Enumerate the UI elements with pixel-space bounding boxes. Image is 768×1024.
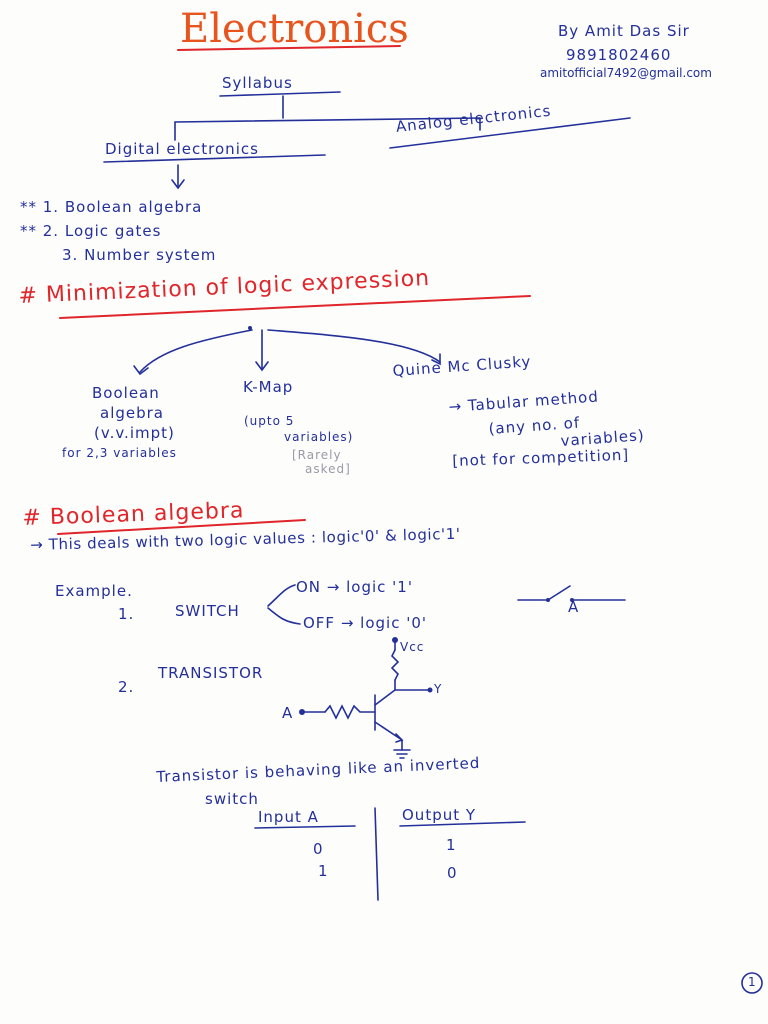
table-header-input: Input A	[258, 808, 319, 826]
boolean-branch-importance: (v.v.impt)	[94, 424, 175, 442]
transistor-note-continued: switch	[205, 790, 259, 808]
switch-on-state: ON → logic '1'	[296, 578, 413, 596]
example-1-number: 1.	[118, 605, 135, 623]
page-number: 1	[748, 975, 756, 989]
author-name: By Amit Das Sir	[558, 22, 690, 40]
table-cell-input: 1	[318, 862, 329, 880]
boolean-branch-scope: for 2,3 variables	[62, 446, 177, 460]
table-cell-output: 0	[447, 864, 458, 882]
kmap-branch-title: K-Map	[243, 378, 294, 396]
table-cell-input: 0	[313, 840, 324, 858]
table-cell-output: 1	[446, 836, 457, 854]
vcc-label: Vcc	[400, 640, 425, 654]
syllabus-root: Syllabus	[222, 74, 293, 92]
example-switch-label: SWITCH	[175, 602, 240, 620]
digital-electronics-label: Digital electronics	[105, 140, 259, 158]
author-phone: 9891802460	[566, 46, 672, 64]
example-label: Example.	[55, 582, 133, 600]
switch-symbol-label: A	[568, 598, 580, 616]
boolean-branch-line: algebra	[100, 404, 164, 422]
boolean-branch-title: Boolean	[92, 384, 160, 402]
author-email: amitofficial7492@gmail.com	[540, 66, 712, 80]
syllabus-item: 3. Number system	[62, 246, 217, 264]
table-header-output: Output Y	[402, 806, 477, 824]
syllabus-item: ** 1. Boolean algebra	[20, 198, 203, 216]
input-a-label: A	[282, 704, 294, 722]
page-title: Electronics	[180, 6, 409, 52]
switch-off-state: OFF → logic '0'	[303, 614, 428, 632]
kmap-branch-note: [Rarely	[292, 448, 342, 462]
kmap-branch-line: variables)	[284, 430, 354, 444]
kmap-branch-line: (upto 5	[244, 414, 295, 428]
output-y-label: Y	[434, 682, 443, 696]
syllabus-item: ** 2. Logic gates	[20, 222, 162, 240]
example-2-number: 2.	[118, 678, 135, 696]
example-transistor-label: TRANSISTOR	[158, 664, 264, 682]
kmap-branch-note: asked]	[305, 462, 351, 476]
